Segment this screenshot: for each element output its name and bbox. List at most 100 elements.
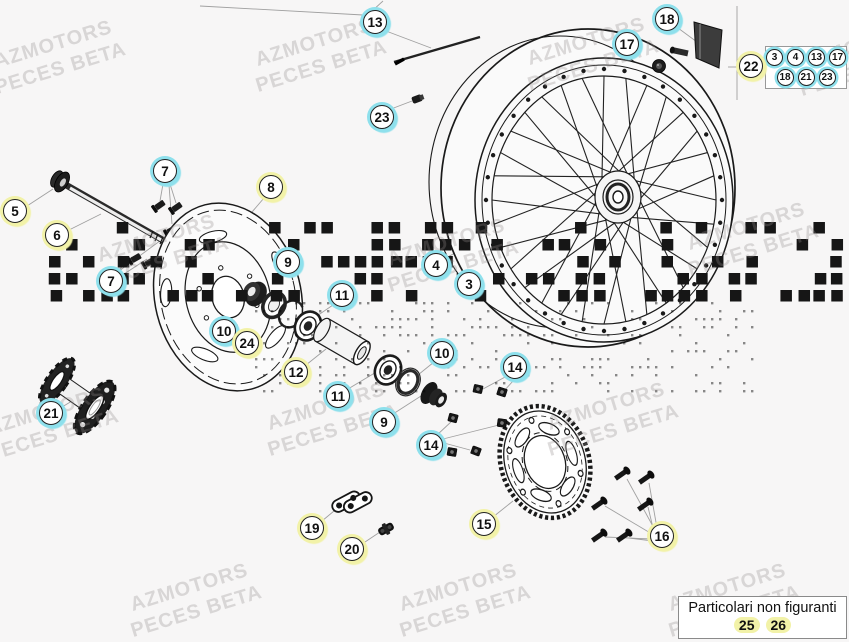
mosaic-block: [184, 239, 197, 251]
legend-item-23[interactable]: 23: [818, 69, 836, 86]
callout-4[interactable]: 4: [424, 253, 448, 277]
callout-20[interactable]: 20: [340, 537, 364, 561]
mosaic-block: [321, 222, 333, 234]
dot-block: [319, 366, 322, 369]
legend-item-21[interactable]: 21: [797, 69, 815, 86]
mosaic-block: [542, 273, 555, 285]
callout-12[interactable]: 12: [284, 360, 308, 384]
master-link-clip: [378, 522, 394, 536]
callout-11a[interactable]: 11: [330, 283, 354, 307]
mosaic-block: [661, 256, 674, 268]
nipple-dot: [718, 175, 723, 180]
mosaic-block: [422, 239, 434, 251]
nipple-dot: [660, 311, 666, 316]
callout-7b[interactable]: 7: [99, 269, 123, 293]
callout-16[interactable]: 16: [650, 524, 674, 548]
dot-block: [583, 366, 586, 369]
callout-21[interactable]: 21: [39, 401, 63, 425]
dot-block: [383, 358, 386, 361]
dot-block: [687, 350, 690, 353]
legend-item-18[interactable]: 18: [776, 69, 794, 86]
callout-10a[interactable]: 10: [212, 319, 236, 343]
mosaic-block: [117, 256, 130, 268]
nipple-dot: [719, 197, 725, 203]
spoke-line: [625, 78, 636, 185]
dot-block: [495, 382, 498, 385]
callout-14a[interactable]: 14: [419, 433, 443, 457]
dot-block: [623, 342, 626, 345]
callout-18[interactable]: 18: [655, 7, 679, 31]
callout-3[interactable]: 3: [457, 272, 481, 296]
callout-7a[interactable]: 7: [153, 159, 177, 183]
dot-block: [559, 310, 562, 313]
callout-15[interactable]: 15: [472, 512, 496, 536]
dot-block: [319, 318, 322, 321]
callout-9a[interactable]: 9: [276, 250, 300, 274]
dot-block: [303, 334, 306, 337]
mosaic-block: [133, 273, 145, 285]
mosaic-block: [711, 256, 724, 268]
mosaic-block: [677, 273, 689, 285]
mosaic-block: [49, 256, 61, 268]
dot-block: [319, 390, 322, 393]
callout-19[interactable]: 19: [300, 516, 324, 540]
wheel-spokes: [491, 75, 717, 325]
dot-block: [343, 382, 346, 385]
callout-9b[interactable]: 9: [372, 410, 396, 434]
dot-block: [335, 358, 338, 361]
legend-item-4[interactable]: 4: [787, 49, 804, 66]
not-shown-item-25[interactable]: 25: [733, 617, 760, 633]
not-shown-parts-title: Particolari non figuranti: [688, 600, 837, 616]
legend-item-17[interactable]: 17: [829, 49, 846, 66]
callout-24[interactable]: 24: [235, 331, 259, 355]
wheel-hub-center: [594, 170, 642, 224]
dot-block: [679, 334, 682, 337]
dot-block: [551, 342, 554, 345]
callout-8[interactable]: 8: [259, 175, 283, 199]
mosaic-block: [594, 239, 607, 251]
legend-item-13[interactable]: 13: [808, 49, 825, 66]
dot-block: [591, 326, 594, 329]
spoke-line: [604, 216, 627, 322]
callout-22[interactable]: 22: [739, 54, 763, 78]
dot-block: [703, 326, 706, 329]
dot-block: [431, 334, 434, 337]
callout-10b[interactable]: 10: [430, 341, 454, 365]
nipple-dot: [692, 113, 697, 118]
callout-17[interactable]: 17: [615, 32, 639, 56]
dot-block: [359, 326, 362, 329]
mosaic-block: [492, 273, 505, 285]
legend-item-3[interactable]: 3: [766, 49, 783, 66]
dot-block: [271, 390, 274, 393]
callout-11b[interactable]: 11: [326, 384, 350, 408]
dot-block: [671, 366, 674, 369]
dot-block: [535, 366, 538, 369]
mosaic-block: [424, 222, 437, 234]
dot-block: [743, 390, 746, 393]
mosaic-block: [661, 290, 674, 302]
mosaic-block: [796, 239, 809, 251]
dot-block: [375, 326, 378, 329]
dot-block: [631, 334, 634, 337]
dot-block: [607, 390, 610, 393]
dot-block: [551, 318, 554, 321]
seal-right: [395, 367, 421, 397]
dot-block: [487, 326, 490, 329]
callout-6[interactable]: 6: [45, 223, 69, 247]
dot-block: [471, 358, 474, 361]
dot-block: [607, 302, 610, 305]
not-shown-item-26[interactable]: 26: [765, 617, 792, 633]
dot-block: [511, 318, 514, 321]
spoke-line: [612, 220, 667, 304]
dot-block: [335, 342, 338, 345]
dot-block: [639, 342, 642, 345]
dot-block: [543, 366, 546, 369]
callout-13[interactable]: 13: [363, 10, 387, 34]
dot-block: [503, 334, 506, 337]
nipple-dot: [485, 175, 490, 180]
callout-5[interactable]: 5: [3, 199, 27, 223]
callout-14b[interactable]: 14: [503, 355, 527, 379]
dot-block: [535, 310, 538, 313]
callout-23[interactable]: 23: [370, 105, 394, 129]
